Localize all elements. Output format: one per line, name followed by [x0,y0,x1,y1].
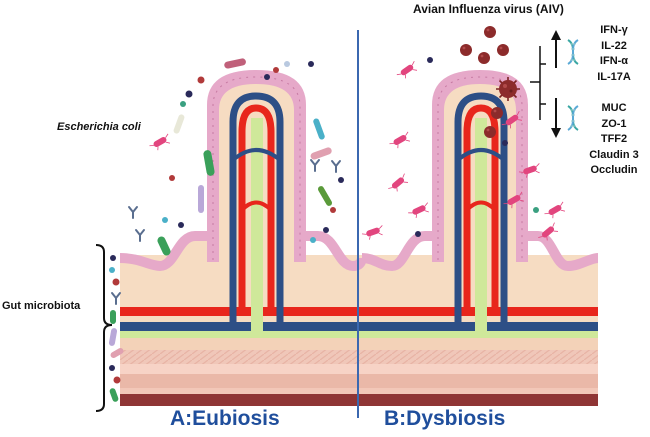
upregulated-item: IL-22 [601,39,627,52]
microbiota-a [128,58,344,256]
villus-a-vein [229,92,284,322]
downregulated-item: MUC [601,102,627,114]
dna-helix-icon [567,105,579,131]
panel-a-title: A:Eubiosis [170,407,280,430]
virus-icon [495,76,521,102]
ecoli-label: Escherichia coli [57,121,141,133]
bacterium-icon [361,225,386,242]
downregulated-item: Occludin [590,164,638,176]
downregulated-item: TFF2 [600,133,628,145]
virus-icon [484,26,496,38]
villus-a-artery [238,104,275,312]
virus-icon [460,44,472,56]
upregulated-item: IL-17A [597,70,631,83]
villus-a-lacteal [251,118,263,334]
bacterium-icon [388,131,413,152]
bacterium-icon [148,133,173,154]
antibody-icon [310,159,320,172]
upregulated-list: IFN-γ IL-22 IFN-α IL-17A [583,23,645,85]
antibody-icon [331,160,341,173]
antibody-icon [128,206,138,219]
bacterium-icon [407,202,432,221]
bacterium-icon [395,60,420,82]
up-arrow-icon [551,30,561,68]
gut-microbiota-bracket [95,244,113,412]
upregulated-item: IFN-α [599,55,629,67]
gut-microbiota-legend [95,244,124,412]
aiv-label: Avian Influenza virus (AIV) [413,2,564,16]
regulation-panel [530,30,579,138]
villus-b-artery [463,104,499,312]
virus-icon [491,107,503,119]
villus-a [119,70,367,334]
antibody-icon [135,229,145,242]
virus-icon [497,44,509,56]
villus-b [361,70,599,334]
pathogens-b [361,26,568,245]
downregulated-list: MUC ZO-1 TFF2 Claudin 3 Occludin [583,101,645,179]
virus-icon [484,126,496,138]
down-arrow-icon [551,98,561,138]
bacterium-icon [387,173,411,196]
downregulated-item: Claudin 3 [589,148,639,161]
downregulated-item: ZO-1 [601,117,627,130]
dna-helix-icon [567,39,579,65]
virus-icon [478,52,490,64]
villus-b-lacteal [475,118,487,334]
gut-microbiota-label: Gut microbiota [2,300,81,312]
bacterium-icon [543,201,568,222]
upregulated-item: IFN-γ [600,24,628,36]
panel-b-title: B:Dysbiosis [384,407,506,430]
